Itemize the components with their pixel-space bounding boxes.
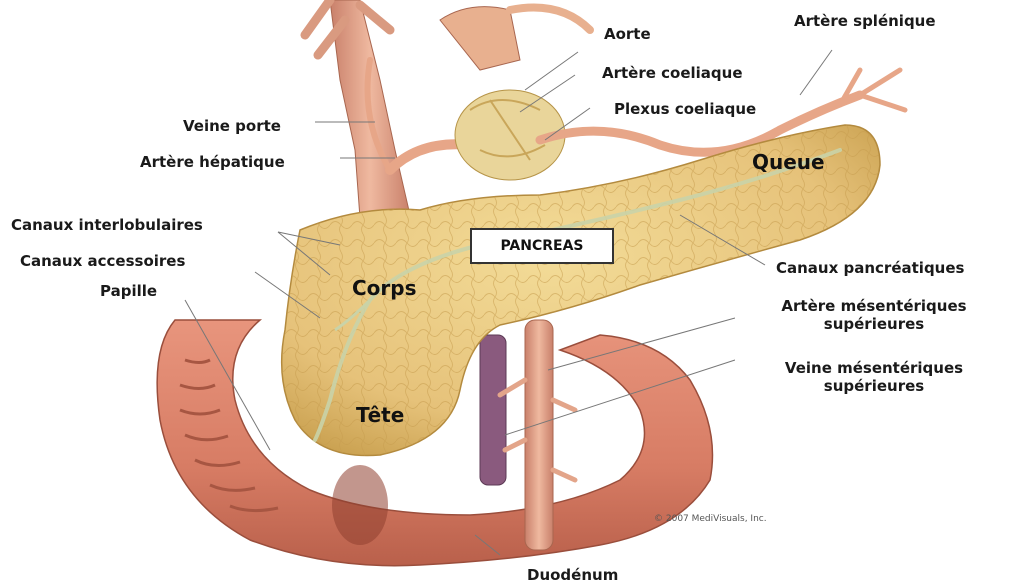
label-aorte: Aorte (600, 24, 655, 44)
label-artere-mesenterique: Artère mésentériques supérieures (735, 296, 1013, 334)
label-artere-mesenterique-line1: Artère mésentériques (739, 297, 1009, 315)
label-canaux-pancreatiques: Canaux pancréatiques (772, 258, 968, 278)
label-artere-mesenterique-line2: supérieures (739, 315, 1009, 333)
label-veine-mesenterique-line2: supérieures (739, 377, 1009, 395)
aorta (440, 7, 590, 70)
label-artere-hepatique: Artère hépatique (140, 153, 285, 171)
label-veine-mesenterique: Veine mésentériques supérieures (735, 358, 1013, 396)
label-duodenum: Duodénum (527, 566, 618, 584)
label-artere-coeliaque: Artère coeliaque (598, 63, 747, 83)
copyright-text: © 2007 MediVisuals, Inc. (654, 514, 767, 524)
label-pancreas: PANCREAS (470, 228, 614, 264)
label-canaux-accessoires: Canaux accessoires (20, 252, 185, 270)
label-artere-splenique: Artère splénique (790, 11, 940, 31)
label-veine-porte: Veine porte (183, 117, 281, 135)
label-canaux-interlobulaires: Canaux interlobulaires (11, 216, 203, 234)
label-corps: Corps (352, 276, 417, 300)
label-tete: Tête (356, 403, 404, 427)
label-queue: Queue (752, 150, 825, 174)
label-papille: Papille (100, 282, 157, 300)
portal-vein (305, 0, 410, 218)
label-veine-mesenterique-line1: Veine mésentériques (739, 359, 1009, 377)
label-plexus-coeliaque: Plexus coeliaque (610, 99, 760, 119)
superior-mesenteric-vein (480, 335, 506, 485)
